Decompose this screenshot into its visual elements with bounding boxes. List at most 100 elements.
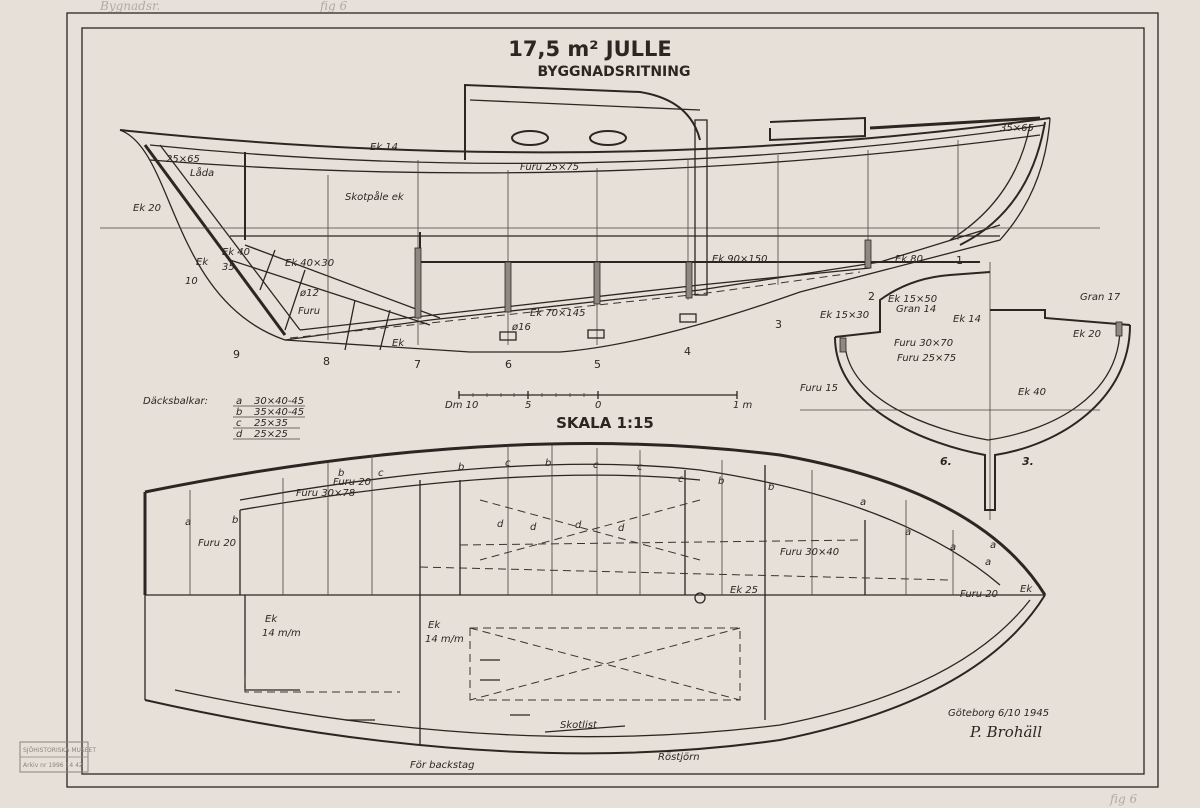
beam-letter: c bbox=[593, 460, 599, 471]
beam-size: 25×35 bbox=[254, 418, 288, 429]
inner-border bbox=[81, 27, 1145, 775]
beam-letter: b bbox=[232, 515, 238, 526]
label: Röstjörn bbox=[658, 752, 700, 763]
beam-size: 35×40-45 bbox=[254, 407, 304, 418]
beam-key: a bbox=[236, 396, 242, 407]
label: Furu 30×70 bbox=[894, 338, 953, 349]
label: Ek bbox=[265, 614, 278, 625]
beam-letter: b bbox=[768, 482, 774, 493]
label: Ek 14 bbox=[370, 142, 398, 153]
deck-beam-heading: Däcksbalkar: bbox=[143, 396, 208, 407]
beam-letter: d bbox=[530, 522, 537, 533]
beam-letter: c bbox=[678, 474, 684, 485]
beam-size: 25×25 bbox=[254, 429, 288, 440]
label: Furu 20 bbox=[333, 477, 371, 488]
stamp-text: SJÖHISTORISKA MUSEET bbox=[23, 747, 96, 754]
beam-letter: b bbox=[545, 458, 551, 469]
frame-number: 4 bbox=[684, 345, 691, 358]
label: Gran 17 bbox=[1080, 292, 1121, 303]
label: 14 m/m bbox=[262, 628, 301, 639]
label: Skotpåle ek bbox=[345, 190, 405, 203]
label: Ek 14 bbox=[953, 314, 981, 325]
label: Ek 40×30 bbox=[285, 258, 334, 269]
label: Ek 15×50 bbox=[888, 294, 937, 305]
label: För backstag bbox=[410, 760, 475, 771]
beam-letter: d bbox=[497, 519, 504, 530]
scale-bar: Dm 10 5 0 1 m bbox=[445, 391, 753, 411]
scale-label: 1 m bbox=[733, 400, 753, 411]
label: Ek 90×150 bbox=[712, 254, 767, 265]
archive-stamp: SJÖHISTORISKA MUSEET Arkiv nr 1996 14 42 bbox=[19, 741, 96, 773]
label: Ek 20 bbox=[1073, 329, 1101, 340]
frame-number: 8 bbox=[323, 355, 330, 368]
beam-letter: a bbox=[185, 517, 191, 528]
outer-border bbox=[66, 12, 1159, 788]
label: Furu 30×40 bbox=[780, 547, 839, 558]
frame-number: 5 bbox=[594, 358, 601, 371]
margin-note: fig 6 bbox=[319, 0, 348, 13]
place-date: Göteborg 6/10 1945 bbox=[948, 708, 1049, 719]
frame-number: 9 bbox=[233, 348, 240, 361]
frame-number: 6 bbox=[505, 358, 512, 371]
deck-beam-table: Däcksbalkar: a 30×40-45 b 35×40-45 c 25×… bbox=[143, 396, 305, 440]
label: 35 bbox=[222, 262, 235, 273]
label: Ek 40 bbox=[1018, 387, 1046, 398]
section-number: 3. bbox=[1022, 455, 1034, 468]
label: Ek bbox=[1020, 584, 1033, 595]
profile-view: Ek 14 Furu 25×75 25×65 Låda Skotpåle ek … bbox=[100, 83, 1100, 371]
label: ø16 bbox=[511, 322, 531, 333]
frame-number: 3 bbox=[775, 318, 782, 331]
beam-letter: b bbox=[718, 476, 724, 487]
label: Furu 30×78 bbox=[296, 488, 355, 499]
label: 25×65 bbox=[166, 154, 200, 165]
beam-letter: a bbox=[950, 542, 956, 553]
label: Furu bbox=[298, 306, 320, 317]
margin-note: Bygnadsr. bbox=[99, 0, 160, 13]
beam-letter: d bbox=[575, 520, 582, 531]
label: Ek bbox=[196, 257, 209, 268]
label: 35×65 bbox=[1000, 123, 1034, 134]
section-view: Ek 15×30 Ek 15×50 Gran 14 Ek 14 Gran 17 … bbox=[800, 262, 1131, 520]
frame-number: 7 bbox=[414, 358, 421, 371]
beam-key: b bbox=[236, 407, 242, 418]
label: 14 m/m bbox=[425, 634, 464, 645]
beam-letter: c bbox=[378, 468, 384, 479]
label: Skotlist bbox=[560, 720, 598, 731]
scale-label: 0 bbox=[595, 400, 601, 411]
beam-letter: a bbox=[860, 497, 866, 508]
label: ø12 bbox=[299, 288, 319, 299]
stamp-text: Arkiv nr 1996 14 42 bbox=[23, 762, 83, 769]
label: Furu 25×75 bbox=[897, 353, 956, 364]
label: Ek 25 bbox=[730, 585, 758, 596]
beam-letter: c bbox=[505, 458, 511, 469]
label: Ek 70×145 bbox=[530, 308, 585, 319]
plan-view: Furu 20 Furu 30×78 Furu 20 Furu 30×40 Ek… bbox=[143, 442, 1047, 771]
label: Ek 80 bbox=[895, 254, 923, 265]
beam-letter: a bbox=[990, 540, 996, 551]
beam-letter: a bbox=[905, 527, 911, 538]
scale-label: Dm 10 bbox=[445, 400, 478, 411]
label: Furu 15 bbox=[800, 383, 838, 394]
label: 10 bbox=[185, 276, 198, 287]
frame-number: 2 bbox=[868, 290, 875, 303]
beam-key: c bbox=[236, 418, 242, 429]
beam-letter: c bbox=[637, 462, 643, 473]
label: Gran 14 bbox=[896, 304, 936, 315]
beam-key: d bbox=[236, 429, 243, 440]
label: Furu 20 bbox=[198, 538, 236, 549]
label: Ek 20 bbox=[133, 203, 161, 214]
drawing-subtitle: BYGGNADSRITNING bbox=[538, 64, 691, 80]
beam-letter: b bbox=[338, 468, 344, 479]
scale-title: SKALA 1:15 bbox=[556, 414, 654, 432]
label: Furu 25×75 bbox=[520, 162, 579, 173]
margin-note: fig 6 bbox=[1109, 792, 1138, 806]
drawing-title: 17,5 m² JULLE bbox=[508, 37, 672, 61]
label: Låda bbox=[190, 166, 214, 179]
label: Ek bbox=[428, 620, 441, 631]
beam-letter: b bbox=[458, 462, 464, 473]
beam-size: 30×40-45 bbox=[254, 396, 304, 407]
beam-letter: a bbox=[985, 557, 991, 568]
frame-number: 1 bbox=[956, 254, 963, 267]
